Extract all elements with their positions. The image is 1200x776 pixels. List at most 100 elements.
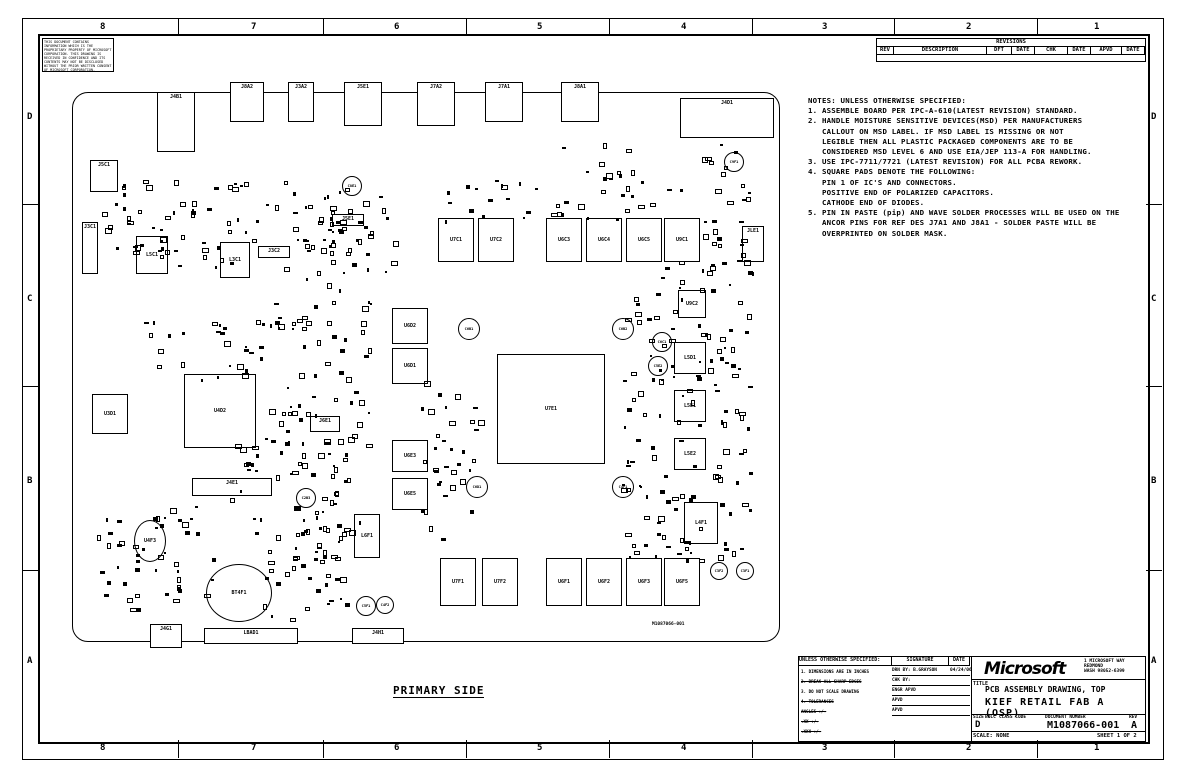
smd-pad	[445, 406, 447, 409]
smd-pad	[314, 305, 318, 309]
smd-pad	[256, 220, 259, 223]
smd-pad	[441, 538, 446, 541]
smd-pad	[316, 589, 321, 593]
connector: J8A1	[561, 82, 599, 122]
smd-pad	[710, 266, 716, 271]
smd-pad	[290, 473, 293, 475]
smd-pad	[724, 548, 729, 551]
smd-pad	[421, 407, 424, 411]
smd-pad	[323, 239, 326, 241]
smd-pad	[140, 244, 144, 247]
smd-pad	[717, 349, 722, 354]
smd-pad	[428, 409, 435, 415]
smd-pad	[345, 603, 350, 607]
smd-pad	[723, 449, 730, 455]
connector: J4D1	[680, 98, 774, 138]
component-chip: U6E5	[392, 478, 428, 510]
smd-pad	[157, 365, 162, 369]
smd-pad	[661, 277, 665, 279]
smd-pad	[606, 173, 613, 179]
smd-pad	[177, 577, 181, 583]
connector: J4G1	[150, 624, 182, 648]
smd-pad	[707, 334, 711, 340]
smd-pad	[325, 362, 331, 366]
smd-pad	[644, 544, 648, 547]
smd-pad	[320, 560, 325, 564]
smd-pad	[342, 227, 347, 231]
smd-pad	[119, 541, 125, 546]
component-capacitor: C2B3	[296, 488, 316, 508]
smd-pad	[680, 189, 683, 192]
smd-pad	[656, 293, 661, 296]
smd-pad	[445, 220, 447, 224]
smd-pad	[439, 481, 442, 483]
smd-pad	[314, 558, 318, 561]
component-capacitor: C3F2	[710, 562, 728, 580]
component-chip: U6D1	[392, 348, 428, 384]
smd-pad	[246, 462, 251, 466]
smd-pad	[339, 230, 344, 234]
connector: J3A2	[288, 82, 314, 122]
smd-pad	[181, 235, 185, 240]
connector: J7A1	[485, 82, 523, 122]
smd-pad	[674, 508, 678, 511]
smd-pad	[212, 558, 216, 562]
zone-row-left: D	[27, 112, 33, 122]
smd-pad	[662, 344, 667, 348]
smd-pad	[344, 480, 348, 483]
smd-pad	[659, 379, 664, 385]
smd-pad	[326, 574, 331, 578]
bolc-label: BOLC	[985, 715, 996, 720]
smd-pad	[696, 375, 701, 377]
smd-pad	[190, 518, 193, 520]
smd-pad	[429, 526, 433, 532]
smd-pad	[665, 267, 670, 270]
smd-pad	[343, 272, 345, 274]
smd-pad	[739, 453, 744, 455]
smd-pad	[657, 533, 661, 536]
smd-pad	[686, 559, 689, 563]
smd-pad	[296, 533, 300, 537]
smd-pad	[302, 327, 307, 331]
smd-pad	[252, 446, 259, 450]
smd-pad	[712, 220, 717, 223]
smd-pad	[687, 389, 693, 393]
outer-frame	[22, 18, 1164, 760]
smd-pad	[725, 362, 729, 364]
connector: J7A2	[417, 82, 455, 126]
smd-pad	[356, 239, 358, 242]
smd-pad	[358, 221, 363, 224]
connector: J4B1	[157, 92, 195, 152]
smd-pad	[748, 192, 751, 194]
smd-pad	[100, 571, 105, 574]
class-code-label: CLASS CODE	[999, 715, 1027, 720]
smd-pad	[731, 347, 735, 353]
smd-pad	[180, 202, 186, 207]
zone-row-left: B	[27, 476, 33, 486]
smd-pad	[256, 320, 261, 325]
smd-pad	[359, 521, 361, 525]
smd-pad	[285, 572, 290, 577]
smd-pad	[270, 324, 272, 328]
smd-pad	[325, 583, 328, 587]
smd-pad	[701, 333, 708, 337]
smd-pad	[699, 361, 701, 363]
smd-pad	[340, 577, 347, 583]
revision-column-header: DFT	[987, 47, 1012, 54]
smd-pad	[327, 195, 329, 199]
smd-pad	[551, 213, 558, 217]
smd-pad	[363, 201, 370, 207]
smd-pad	[284, 267, 290, 272]
smd-pad	[108, 532, 113, 535]
smd-pad	[331, 243, 336, 248]
revision-column-header: CHK	[1035, 47, 1068, 54]
signature-row: DRN BY: B.GRAYSON	[892, 666, 970, 676]
smd-pad	[301, 532, 305, 536]
zone-tick	[1146, 204, 1162, 205]
side-label: PRIMARY SIDE	[393, 684, 485, 698]
zone-column-top: 4	[681, 22, 687, 32]
smd-pad	[327, 321, 332, 326]
smd-pad	[135, 568, 140, 572]
smd-pad	[349, 530, 356, 536]
